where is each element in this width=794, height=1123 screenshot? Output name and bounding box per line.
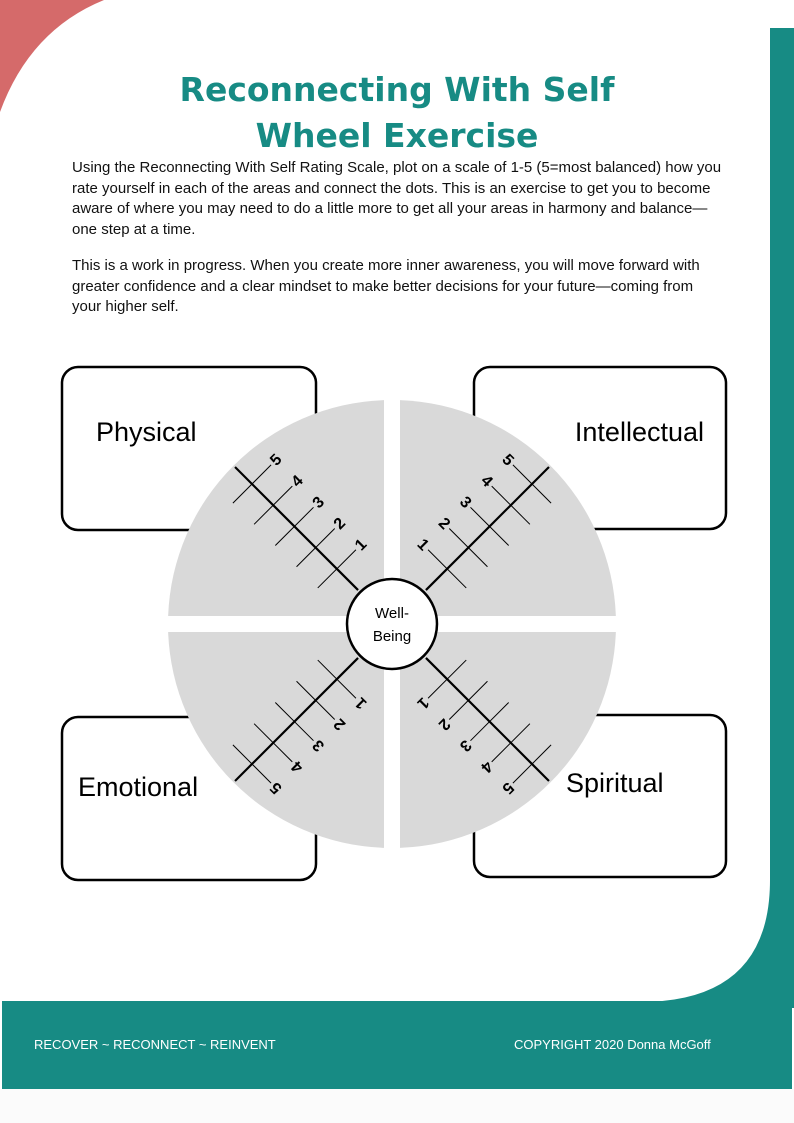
spiritual-tick-4 [491, 723, 531, 763]
intellectual-label: Intellectual [575, 417, 704, 447]
physical-tick-5 [232, 464, 272, 504]
intro-paragraph-1: Using the Reconnecting With Self Rating … [72, 159, 722, 238]
spiritual-tick-1 [427, 659, 467, 699]
spiritual-tick-2 [448, 680, 488, 720]
intro-paragraph-2: This is a work in progress. When you cre… [72, 257, 700, 315]
right-band [770, 28, 794, 1008]
intellectual-spoke [425, 466, 550, 591]
spiritual-tick-3 [470, 702, 510, 742]
intellectual-tick-4 [491, 485, 531, 525]
intellectual-tick-2 [448, 528, 488, 568]
footer-tagline: RECOVER ~ RECONNECT ~ REINVENT [34, 1037, 276, 1052]
emotional-tick-2 [296, 680, 336, 720]
corner-accent [0, 0, 104, 112]
wellbeing-label-line1: Well- [375, 605, 409, 622]
spiritual-spoke [425, 657, 550, 782]
physical-tick-3 [274, 506, 314, 546]
physical-tick-2 [296, 528, 336, 568]
physical-label: Physical [96, 417, 197, 447]
physical-spoke [234, 466, 359, 591]
emotional-spoke [234, 657, 359, 782]
footer-band [2, 1001, 792, 1089]
emotional-tick-4 [253, 723, 293, 763]
wellbeing-center [345, 577, 439, 671]
emotional-tick-3 [274, 702, 314, 742]
intellectual-tick-5 [512, 464, 552, 504]
wellbeing-label-line2: Being [373, 628, 411, 645]
page-title-line1: Reconnecting With Self [179, 70, 615, 109]
spiritual-tick-5 [512, 744, 552, 784]
page-title-line2: Wheel Exercise [255, 116, 539, 155]
spiritual-label: Spiritual [566, 768, 664, 798]
intellectual-tick-1 [427, 549, 467, 589]
footer-copyright: COPYRIGHT 2020 Donna McGoff [514, 1037, 711, 1052]
physical-tick-4 [253, 485, 293, 525]
physical-tick-1 [317, 549, 357, 589]
emotional-label: Emotional [78, 772, 198, 802]
intellectual-tick-3 [470, 506, 510, 546]
emotional-tick-5 [232, 744, 272, 784]
emotional-tick-1 [317, 659, 357, 699]
